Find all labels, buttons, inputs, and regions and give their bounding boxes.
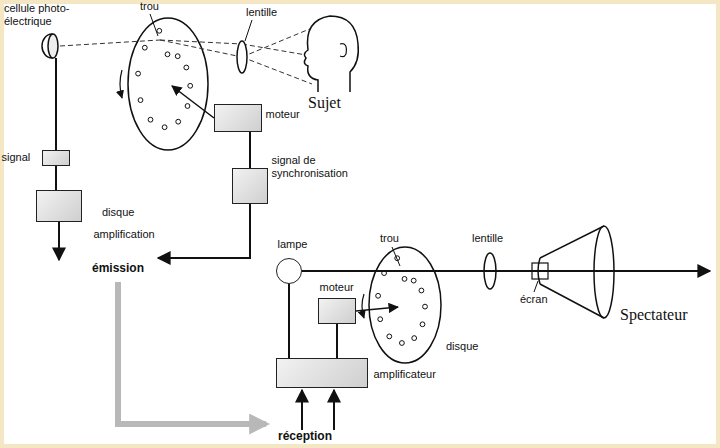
lamp-circle: lampe	[276, 258, 302, 284]
disk-hole	[420, 322, 425, 327]
disk-hole	[411, 278, 416, 283]
wire	[336, 324, 338, 358]
wire	[58, 222, 60, 260]
device-box: amplificateur	[276, 358, 368, 388]
device-box: signal	[42, 150, 70, 166]
wire	[288, 284, 290, 358]
disk-hole	[188, 83, 193, 88]
motor-shaft	[356, 307, 398, 311]
wire	[158, 204, 250, 258]
device-box: signal de synchronisation	[232, 168, 268, 204]
device-label: lampe	[278, 238, 308, 251]
transmission-arrow	[118, 282, 266, 424]
wire	[249, 132, 251, 168]
device-box: moteur	[318, 298, 356, 324]
input-arrow	[301, 390, 303, 430]
ear	[340, 44, 346, 57]
disk-hole	[157, 28, 162, 33]
input-arrow	[333, 390, 335, 430]
disk-hole	[138, 98, 143, 103]
disk-hole	[402, 277, 407, 282]
disk-hole	[162, 125, 167, 130]
part-label: trou	[140, 0, 159, 13]
leader-line	[392, 247, 400, 266]
part-label: lentille	[246, 6, 277, 19]
device-label: amplification	[94, 228, 155, 241]
disk-hole	[142, 45, 147, 50]
device-label: signal	[2, 151, 31, 164]
nipkow-disk	[369, 247, 441, 363]
leader-line	[150, 14, 158, 36]
leader-line	[534, 281, 538, 292]
figure-label: Sujet	[308, 94, 341, 112]
wire	[55, 58, 57, 150]
photocell-face	[48, 34, 58, 58]
part-label: réception	[278, 430, 332, 443]
part-label: lentille	[472, 232, 503, 245]
disk-hole	[176, 119, 181, 124]
device-label: moteur	[320, 281, 354, 294]
disk-hole	[184, 65, 189, 70]
device-label: amplificateur	[374, 368, 436, 381]
part-label: disque	[446, 340, 478, 353]
disk-holes	[136, 28, 193, 129]
part-label: disque	[102, 206, 134, 219]
device-label: signal de synchronisation	[272, 154, 364, 180]
motor-shaft	[172, 86, 214, 118]
disk-hole	[378, 317, 383, 322]
part-label: trou	[380, 232, 399, 245]
rotation-arrow	[120, 70, 122, 98]
nipkow-disk	[128, 18, 208, 150]
light-ray	[302, 270, 710, 272]
viewing-cone	[594, 226, 614, 318]
disk-hole	[185, 104, 190, 109]
device-box: amplification	[36, 190, 82, 222]
device-label: moteur	[266, 108, 300, 121]
disk-hole	[412, 336, 417, 341]
disk-hole	[175, 54, 180, 59]
rotation-arrow	[362, 294, 364, 318]
screen	[532, 263, 548, 279]
lens	[237, 41, 247, 73]
part-label: écran	[520, 293, 548, 306]
device-box: moteur	[214, 104, 262, 132]
disk-hole	[376, 293, 381, 298]
disk-hole	[136, 71, 141, 76]
disk-hole	[165, 52, 170, 57]
disk-hole	[387, 334, 392, 339]
part-label: émission	[92, 262, 144, 275]
light-rays	[60, 28, 312, 84]
disk-hole	[419, 288, 424, 293]
subject-head	[304, 16, 358, 92]
disk-hole	[148, 117, 153, 122]
part-label: cellule photo-électrique	[4, 2, 86, 28]
disk-holes	[376, 256, 428, 346]
leader-line	[245, 20, 252, 41]
disk-hole	[423, 304, 428, 309]
disk-hole	[400, 341, 405, 346]
viewing-cone	[538, 258, 540, 284]
lens	[484, 253, 496, 289]
wire	[55, 166, 57, 190]
figure-label: Spectateur	[620, 306, 688, 324]
